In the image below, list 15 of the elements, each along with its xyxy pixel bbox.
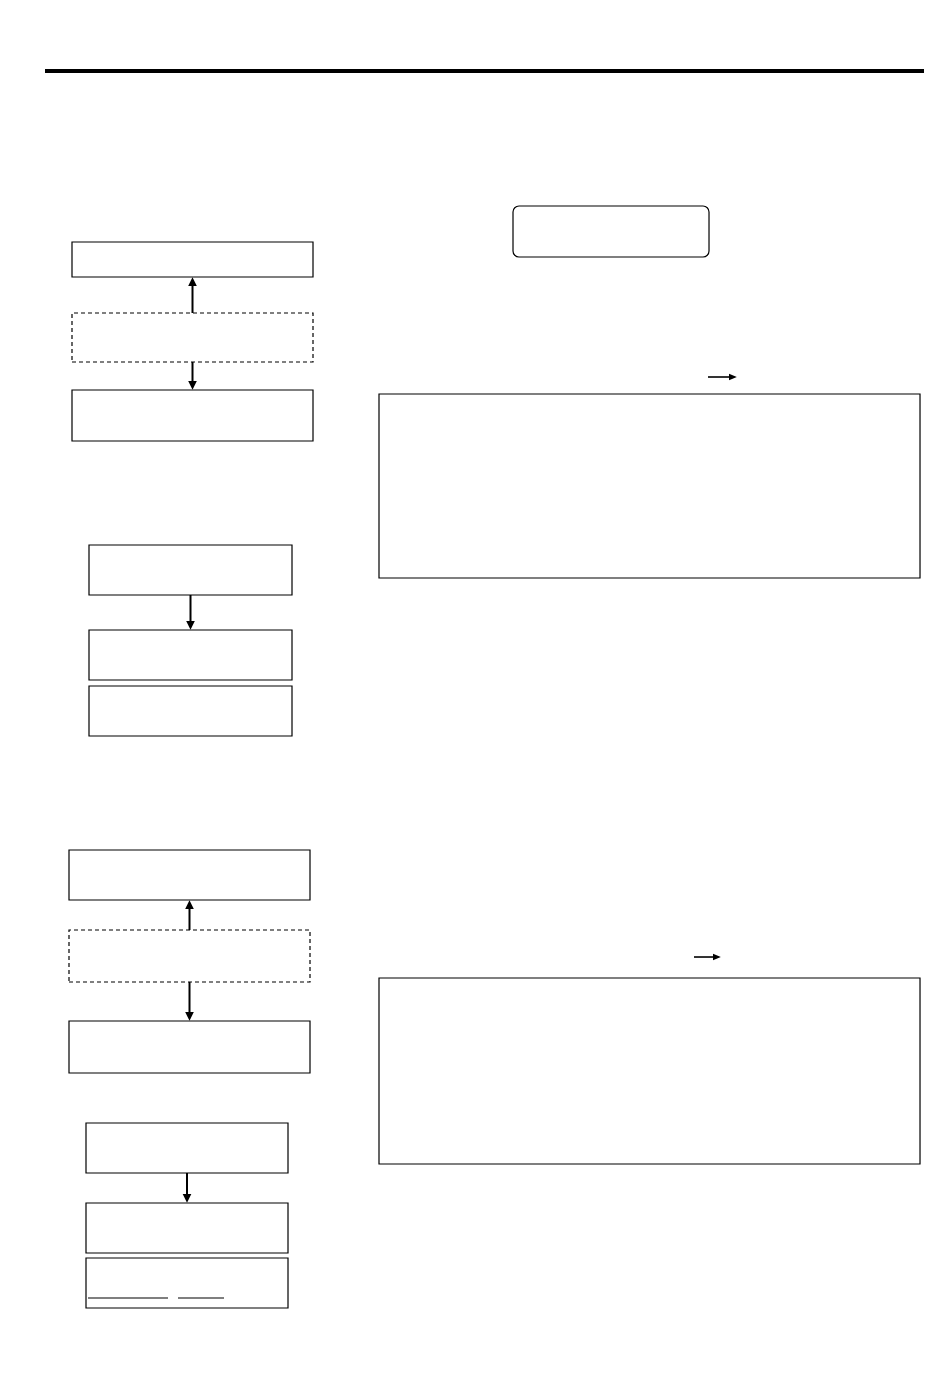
dashed-box: [71, 312, 314, 363]
process-box: [85, 1257, 289, 1309]
process-box: [68, 849, 311, 901]
process-box: [71, 389, 314, 442]
process-box: [68, 1020, 311, 1074]
rounded-box: [512, 205, 710, 258]
process-box: [88, 629, 293, 681]
process-box: [71, 241, 314, 278]
process-box: [88, 544, 293, 596]
process-box: [85, 1122, 289, 1174]
process-box: [378, 977, 921, 1165]
process-box: [85, 1202, 289, 1254]
process-box: [88, 685, 293, 737]
dashed-box: [68, 929, 311, 983]
process-box: [378, 393, 921, 579]
